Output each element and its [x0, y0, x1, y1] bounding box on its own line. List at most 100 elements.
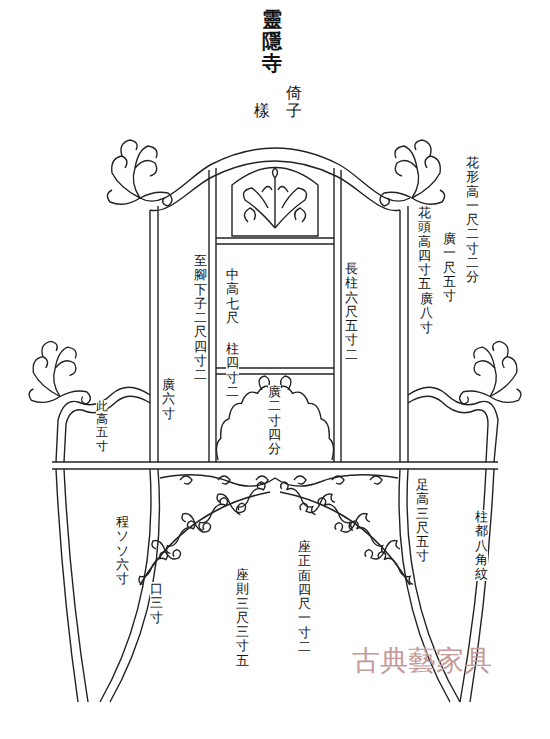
flower-finial [29, 341, 90, 404]
chair-stroke [281, 376, 291, 390]
chair-stroke [216, 243, 334, 244]
chair-stroke [295, 208, 306, 222]
flower-stroke [460, 391, 490, 404]
flower-stroke [29, 389, 60, 403]
flower-stroke [490, 389, 521, 403]
chair-stroke [236, 497, 249, 515]
chair-stroke [56, 469, 78, 702]
chair-stroke [340, 170, 341, 462]
chair-stroke [355, 514, 370, 524]
chair-stroke [180, 476, 192, 484]
chair-stroke [218, 476, 230, 484]
flower-stroke [474, 347, 495, 368]
chair-stroke [370, 476, 382, 484]
flower-stroke [55, 347, 76, 368]
dimension-label: 廣一尺五寸 [443, 232, 456, 303]
chair-stroke [179, 521, 195, 536]
flower-stroke [415, 140, 431, 156]
chair-stroke [152, 552, 168, 567]
chair-stroke [140, 492, 270, 585]
chair-stroke [407, 206, 408, 462]
dimension-label: 口三寸 [150, 582, 163, 625]
chair-stroke [273, 168, 278, 228]
watermark: 古典藝家具 [352, 642, 492, 680]
dimension-label: 柱四寸二 [226, 342, 239, 399]
dimension-label: 座正面四尺一寸二 [298, 540, 311, 654]
chair-stroke [230, 503, 246, 512]
chair-stroke [301, 497, 316, 515]
chair-stroke [262, 186, 272, 192]
dimension-label: 花形高一尺二寸二分 [466, 156, 479, 285]
chair-stroke [378, 552, 398, 567]
chair-stroke [278, 186, 288, 192]
dimension-label: 此高五寸 [96, 400, 108, 453]
flower-finial [380, 140, 445, 206]
chair-stroke [216, 237, 334, 238]
dimension-label: 倚子 [286, 84, 302, 119]
chair-stroke [208, 170, 209, 462]
chair-stroke [371, 536, 386, 554]
chair-stroke [52, 461, 498, 462]
dimension-label: 程ソソ六寸 [116, 515, 129, 586]
chair-stroke [351, 521, 371, 536]
flower-stroke [140, 192, 172, 206]
chair-stroke [217, 494, 230, 504]
flower-stroke [380, 192, 412, 206]
chair-stroke [212, 498, 228, 513]
dimension-label: 足高三尺五寸 [416, 478, 429, 564]
chair-stroke [232, 168, 318, 237]
chair-stroke [300, 503, 320, 512]
dimension-label: 長柱六尺五寸二 [345, 262, 358, 362]
chair-stroke [215, 168, 216, 462]
flower-finial [107, 140, 172, 206]
dimension-label: 廣六寸 [162, 378, 175, 421]
dimension-label: 廣八寸 [420, 292, 433, 335]
dimension-label: 花頭高四寸五 [418, 206, 431, 292]
flower-stroke [493, 341, 508, 356]
flower-stroke [60, 391, 90, 404]
flower-finial [460, 341, 521, 404]
chair-stroke [152, 541, 165, 551]
flower-stroke [107, 190, 140, 204]
chair-stroke [244, 208, 255, 222]
flower-stroke [412, 190, 445, 204]
chair-stroke [281, 482, 301, 497]
flower-stroke [135, 146, 157, 168]
flower-stroke [42, 341, 57, 356]
dimension-label: 座則三尺三寸五 [236, 568, 249, 668]
chair-stroke [338, 513, 353, 531]
chair-stroke [399, 210, 400, 462]
flower-stroke [121, 140, 137, 156]
chair-stroke [157, 206, 158, 462]
chair-stroke [52, 468, 498, 469]
chair-stroke [408, 396, 488, 462]
chair-stroke [149, 210, 150, 462]
chair-stroke [160, 475, 398, 486]
chair-stroke [199, 513, 212, 531]
title: 靈隱寺 [262, 8, 282, 74]
chair-stroke [275, 188, 306, 228]
chair-stroke [332, 476, 344, 484]
chair-stroke [100, 469, 151, 702]
dimension-label: 樣 [254, 102, 270, 120]
dimension-label: 廣二寸四分 [268, 385, 281, 456]
chair-stroke [244, 188, 275, 228]
dimension-label: 至腳下子二尺四寸二 [194, 254, 207, 383]
dimension-label: 中高七尺 [226, 268, 239, 325]
chair-stroke [56, 387, 150, 462]
chair-stroke [166, 536, 179, 554]
chair-stroke [385, 541, 400, 551]
chair-stroke [333, 168, 334, 462]
chair-stroke [182, 514, 195, 524]
dimension-label: 柱都八角紋 [475, 510, 488, 581]
chair-stroke [320, 494, 335, 504]
flower-stroke [395, 146, 417, 168]
chair-stroke [64, 469, 88, 702]
chair-stroke [398, 567, 413, 585]
chair-stroke [249, 482, 265, 497]
chair-stroke [64, 396, 150, 462]
chair-lines [29, 140, 521, 702]
chair-stroke [408, 387, 498, 462]
chair-stroke [294, 476, 306, 484]
